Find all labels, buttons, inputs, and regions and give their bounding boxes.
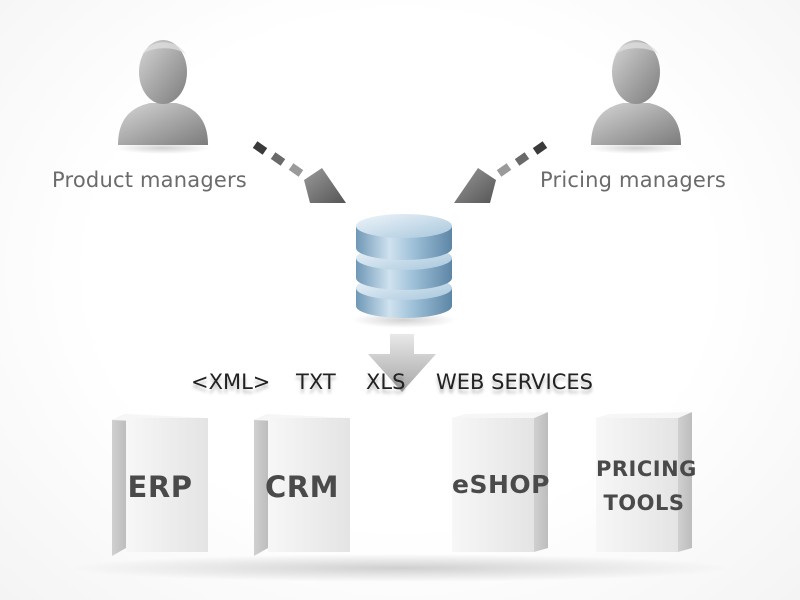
pricing-tools-label-line1: PRICING <box>596 457 697 481</box>
pricing-manager-person-icon <box>588 40 684 154</box>
pricing-tools-label-line2: TOOLS <box>603 491 685 515</box>
right-dashed-arrow-icon <box>454 141 548 203</box>
pricing-tools-label: PRICING TOOLS <box>596 452 697 520</box>
crm-label: CRM <box>265 470 339 504</box>
format-web-services-label: WEB SERVICES <box>436 370 593 394</box>
format-txt-label: TXT <box>296 370 336 394</box>
pricing-managers-label: Pricing managers <box>540 168 726 192</box>
product-manager-person-icon <box>115 40 211 154</box>
format-xls-label: XLS <box>366 370 406 394</box>
ground-shadow <box>70 554 730 582</box>
format-xml-label: <XML> <box>191 370 271 394</box>
erp-label: ERP <box>127 470 193 504</box>
product-managers-label: Product managers <box>52 168 247 192</box>
erp-box <box>112 414 208 556</box>
eshop-box <box>452 412 548 552</box>
eshop-label: eSHOP <box>452 470 550 499</box>
crm-box <box>254 414 350 556</box>
database-icon <box>352 214 456 328</box>
down-arrow-icon <box>368 334 436 392</box>
left-dashed-arrow-icon <box>252 141 346 203</box>
pricing-tools-box <box>596 412 692 552</box>
